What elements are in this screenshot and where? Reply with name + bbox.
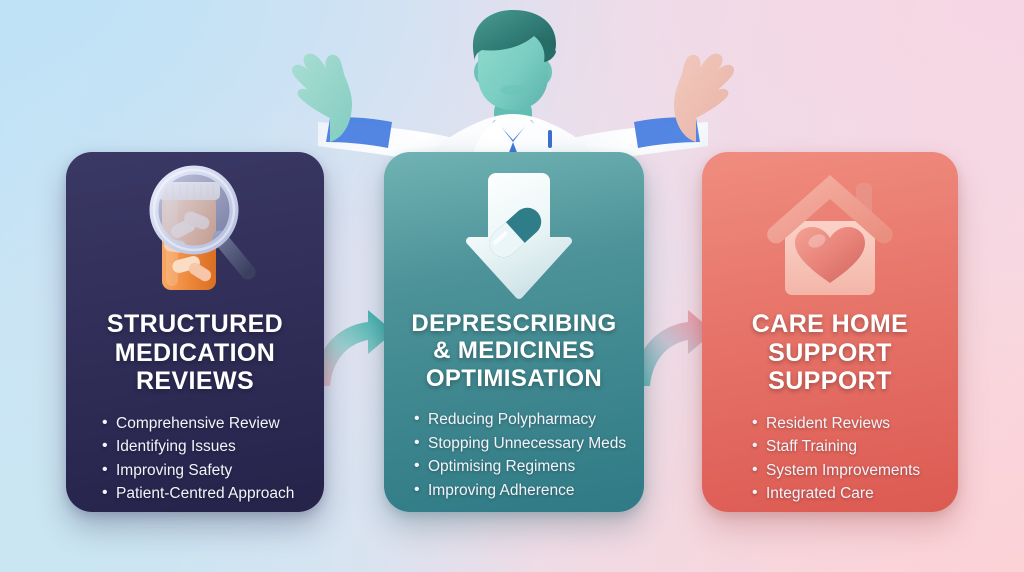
card-title: DEPRESCRIBING & MEDICINES OPTIMISATION xyxy=(411,310,617,392)
list-item: Optimising Regimens xyxy=(414,454,628,479)
house-heart-icon xyxy=(718,158,942,308)
list-item: System Improvements xyxy=(752,458,942,483)
list-item: Identifying Issues xyxy=(102,434,308,459)
card-bullet-list: Comprehensive Review Identifying Issues … xyxy=(82,411,308,506)
list-item: Improving Adherence xyxy=(414,478,628,503)
card-deprescribing-medicines-optimisation[interactable]: DEPRESCRIBING & MEDICINES OPTIMISATION R… xyxy=(384,152,644,512)
list-item: Stopping Unnecessary Meds xyxy=(414,431,628,456)
pill-bottle-magnifier-icon xyxy=(82,158,308,308)
list-item: Staff Training xyxy=(752,434,942,459)
card-care-home-support[interactable]: CARE HOME SUPPORT SUPPORT Resident Revie… xyxy=(702,152,958,512)
arrow-card1-to-card2 xyxy=(306,306,398,397)
list-item: Integrated Care xyxy=(752,481,942,506)
list-item: Comprehensive Review xyxy=(102,411,308,436)
card-bullet-list: Reducing Polypharmacy Stopping Unnecessa… xyxy=(400,407,628,503)
arrow-card2-to-card3 xyxy=(626,306,718,397)
down-arrow-pill-icon xyxy=(400,158,628,308)
card-bullet-list: Resident Reviews Staff Training System I… xyxy=(718,411,942,506)
figure-hair xyxy=(472,10,556,60)
list-item: Patient-Centred Approach xyxy=(102,481,308,506)
card-title: STRUCTURED MEDICATION REVIEWS xyxy=(106,310,284,395)
list-item: Improving Safety xyxy=(102,458,308,483)
list-item: Resident Reviews xyxy=(752,411,942,436)
card-structured-medication-reviews[interactable]: STRUCTURED MEDICATION REVIEWS Comprehens… xyxy=(66,152,324,512)
card-title: CARE HOME SUPPORT SUPPORT xyxy=(751,310,909,395)
list-item: Reducing Polypharmacy xyxy=(414,407,628,432)
